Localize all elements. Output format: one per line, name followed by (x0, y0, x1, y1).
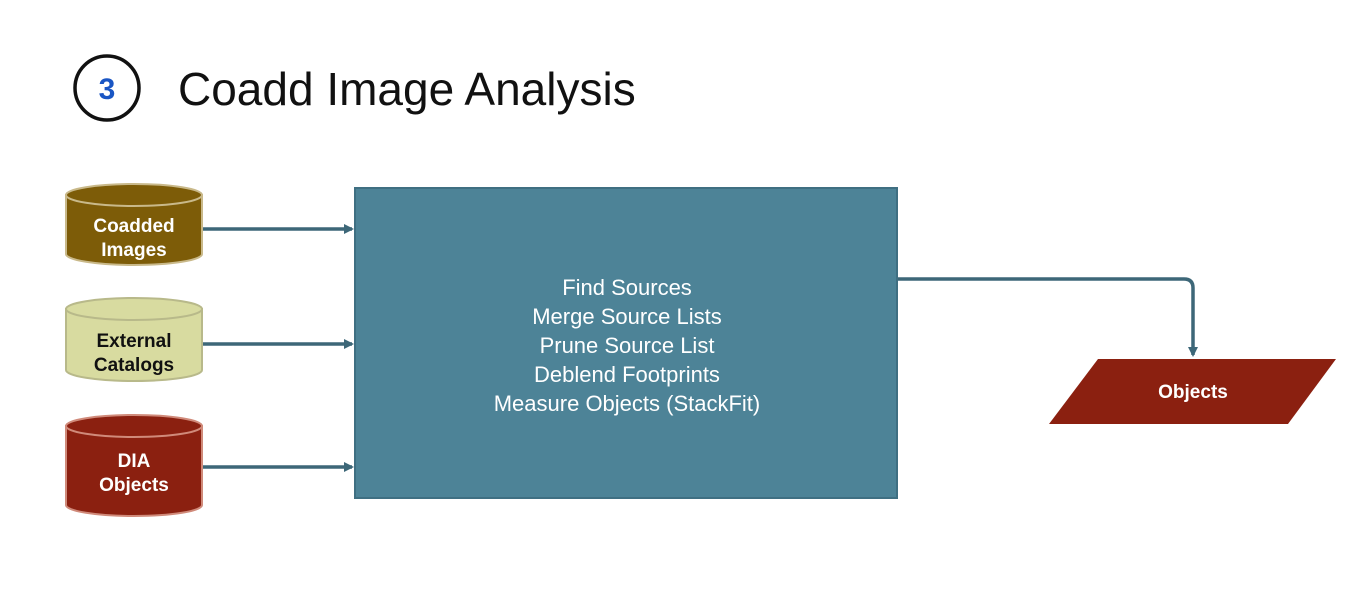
process-step: Deblend Footprints (534, 362, 720, 387)
input-label-line-2: Catalogs (94, 355, 174, 376)
page-title: 3 Coadd Image Analysis (73, 54, 636, 122)
input-label-line-1: External (97, 331, 172, 352)
process-step: Measure Objects (StackFit) (494, 391, 761, 416)
output-label: Objects (1158, 382, 1228, 403)
output-objects: Objects (1049, 359, 1336, 424)
process-box: Find Sources Merge Source Lists Prune So… (354, 187, 898, 499)
arrow-process-to-objects (898, 277, 1198, 357)
step-number-badge (73, 54, 141, 122)
process-step: Merge Source Lists (532, 304, 722, 329)
input-dia-objects: DIA Objects (65, 414, 203, 517)
input-label-line-1: Coadded (93, 216, 174, 237)
input-coadded-images: Coadded Images (65, 183, 203, 266)
process-step: Prune Source List (540, 333, 715, 358)
input-label-line-2: Objects (99, 475, 169, 496)
process-step: Find Sources (562, 275, 692, 300)
input-label-line-1: DIA (118, 451, 151, 472)
input-external-catalogs: External Catalogs (65, 297, 203, 382)
step-number: 3 (99, 73, 116, 106)
input-label-line-2: Images (101, 240, 166, 261)
title-text: Coadd Image Analysis (178, 63, 636, 115)
